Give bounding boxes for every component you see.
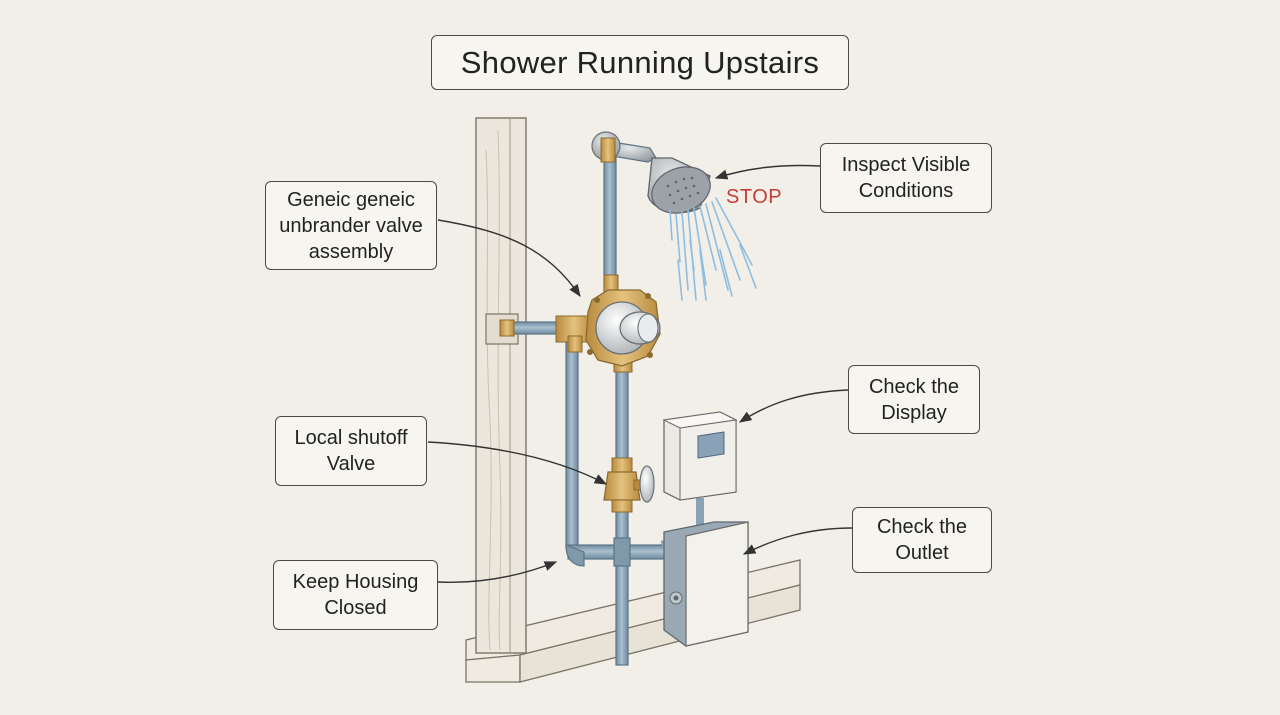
callout-arrows xyxy=(427,164,853,583)
label-valve-assembly: Geneic geneic unbrander valve assembly xyxy=(265,181,437,270)
wall-stud xyxy=(475,117,527,654)
tee-fitting xyxy=(613,537,631,567)
stop-label: STOP xyxy=(726,186,783,208)
label-inspect-conditions: Inspect Visible Conditions xyxy=(820,143,992,213)
valve-assembly xyxy=(499,274,661,373)
water-spray xyxy=(669,197,757,301)
label-check-display: Check the Display xyxy=(848,365,980,434)
diagram-title: Shower Running Upstairs xyxy=(431,35,849,90)
label-local-shutoff: Local shutoff Valve xyxy=(275,416,427,486)
shower-head xyxy=(591,131,711,214)
outlet-housing xyxy=(663,521,749,647)
label-keep-housing-closed: Keep Housing Closed xyxy=(273,560,438,630)
display-unit xyxy=(662,411,738,501)
shutoff-valve xyxy=(603,457,655,513)
label-check-outlet: Check the Outlet xyxy=(852,507,992,573)
